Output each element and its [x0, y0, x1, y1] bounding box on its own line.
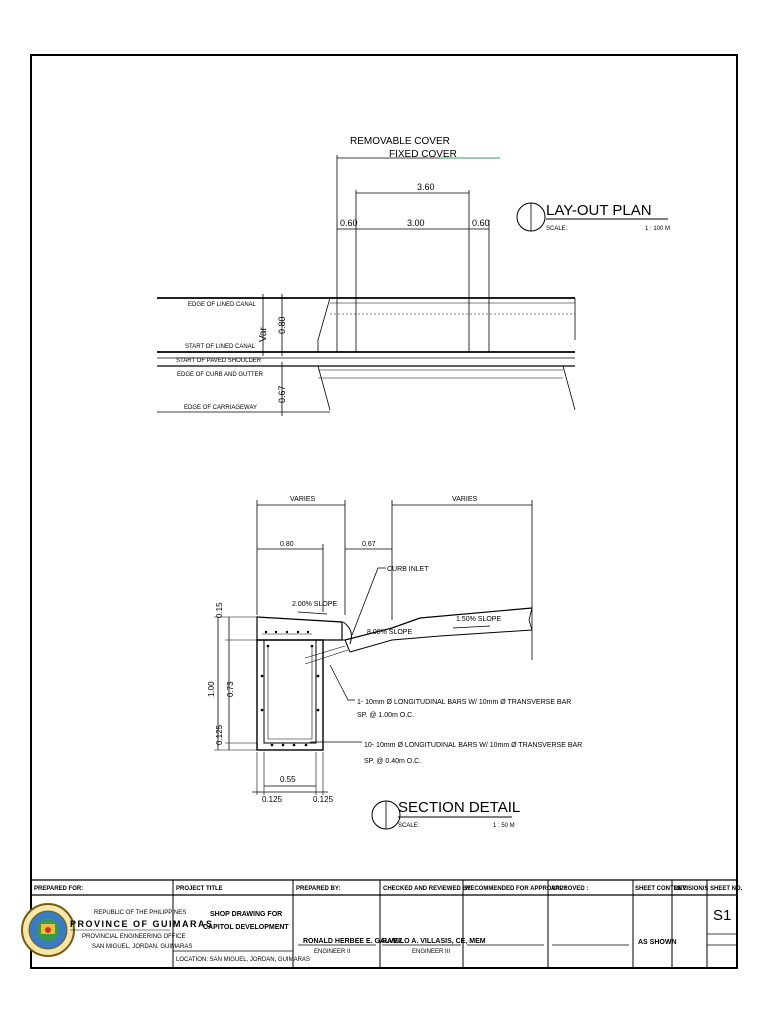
sheet-border	[30, 54, 738, 969]
dim-wall-left: 0.125	[262, 795, 283, 804]
sheet-no-label: SHEET NO.	[710, 886, 743, 892]
dim-base: 0.125	[215, 724, 224, 745]
republic-label: REPUBLIC OF THE PHILIPPINES	[94, 910, 186, 916]
province-name: PROVINCE OF GUIMARAS	[70, 919, 214, 929]
dim-wall-height: 0.73	[226, 681, 235, 697]
section-detail-title: SECTION DETAIL	[398, 799, 520, 816]
dim-left: 0.60	[340, 218, 358, 228]
section-detail-scale-value: 1 : 50 M	[493, 823, 515, 829]
note-bars-2-line1: 10- 10mm Ø LONGITUDINAL BARS W/ 10mm Ø T…	[364, 742, 582, 749]
project-title-label: PROJECT TITLE	[176, 886, 223, 892]
office-name: PROVINCIAL ENGINEERING OFFICE	[82, 934, 185, 940]
section-detail: VARIES VARIES 0.80 0.67 CURB INLET 2.00%…	[207, 496, 582, 830]
revision-label: REVISION/S	[674, 886, 708, 892]
checked-by-name: RAMILO A. VILLASIS, CE, MEM	[382, 938, 486, 945]
label-curb-inlet: CURB INLET	[387, 566, 429, 573]
prepared-for-label: PREPARED FOR:	[34, 886, 83, 892]
province-seal	[21, 903, 75, 957]
label-fixed-cover: FIXED COVER	[389, 149, 457, 160]
layout-plan-title: LAY-OUT PLAN	[546, 202, 652, 219]
slope-cover: 2.00% SLOPE	[292, 601, 337, 608]
canal-box-inner	[263, 639, 317, 744]
prepared-by-label: PREPARED BY:	[296, 886, 340, 892]
dim-right: 0.60	[472, 218, 490, 228]
label-edge-carriageway: EDGE OF CARRIAGEWAY	[184, 405, 257, 411]
label-start-paved-shoulder: START OF PAVED SHOULDER	[176, 358, 262, 364]
dim-canal-width: 0.80	[277, 316, 287, 334]
note-bars-1-line2: SP. @ 1.00m O.C.	[357, 712, 414, 719]
canal-box-outer	[256, 639, 324, 751]
layout-plan-scale-label: SCALE:	[546, 226, 568, 232]
office-address: SAN MIGUEL, JORDAN, GUIMARAS	[92, 944, 192, 950]
label-start-lined-canal: START OF LINED CANAL	[185, 344, 256, 350]
dim-varies-left: VARIES	[290, 496, 315, 503]
recommended-label: RECOMMENDED FOR APPROVAL :	[466, 886, 567, 892]
slope-gutter: 8.00% SLOPE	[367, 629, 412, 636]
layout-plan-scale-value: 1 : 100 M	[645, 226, 670, 232]
dim-total: 3.60	[417, 182, 435, 192]
sheet-content-label: SHEET CONTENT:	[635, 886, 687, 892]
project-location: LOCATION: SAN MIGUEL, JORDAN, GUIMARAS	[176, 957, 310, 963]
label-edge-lined-canal: EDGE OF LINED CANAL	[188, 302, 257, 308]
dim-wall-right: 0.125	[313, 795, 334, 804]
slope-road: 1.50% SLOPE	[456, 616, 501, 623]
dim-inner-width: 0.55	[280, 775, 296, 784]
dim-top-slab: 0.15	[215, 602, 224, 618]
title-block: PREPARED FOR: PROJECT TITLE PREPARED BY:…	[21, 879, 743, 968]
cover-slab	[256, 616, 343, 641]
checked-by-label: CHECKED AND REVIEWED BY:	[383, 886, 472, 892]
dim-gutter: 0.67	[362, 541, 376, 548]
dim-varies-right: VARIES	[452, 496, 477, 503]
prepared-by-name: RONALD HERBEE E. GALVEZ	[303, 938, 403, 945]
layout-plan: REMOVABLE COVER FIXED COVER 3.60 0.60 3.…	[157, 136, 670, 416]
prepared-by-role: ENGINEER II	[314, 949, 351, 955]
dim-middle: 3.00	[407, 218, 425, 228]
dim-canal: 0.80	[280, 541, 294, 548]
sheet-content-value: AS SHOWN	[638, 939, 677, 946]
sheet-no-value: S1	[713, 907, 731, 924]
label-removable-cover: REMOVABLE COVER	[350, 136, 450, 147]
project-title-line1: SHOP DRAWING FOR	[210, 911, 282, 918]
note-bars-2-line2: SP. @ 0.40m O.C.	[364, 758, 421, 765]
label-edge-curb-gutter: EDGE OF CURB AND GUTTER	[177, 372, 264, 378]
dim-gutter-width: 0.67	[277, 385, 287, 403]
approved-label: APPROVED :	[551, 886, 588, 892]
note-bars-1-line1: 1- 10mm Ø LONGITUDINAL BARS W/ 10mm Ø TR…	[357, 699, 571, 706]
dim-var: Var	[258, 327, 269, 342]
checked-by-role: ENGINEER III	[412, 949, 450, 955]
project-title-line2: CAPITOL DEVELOPMENT	[203, 924, 289, 931]
section-detail-scale-label: SCALE:	[398, 823, 420, 829]
dim-height-total: 1.00	[207, 681, 216, 697]
